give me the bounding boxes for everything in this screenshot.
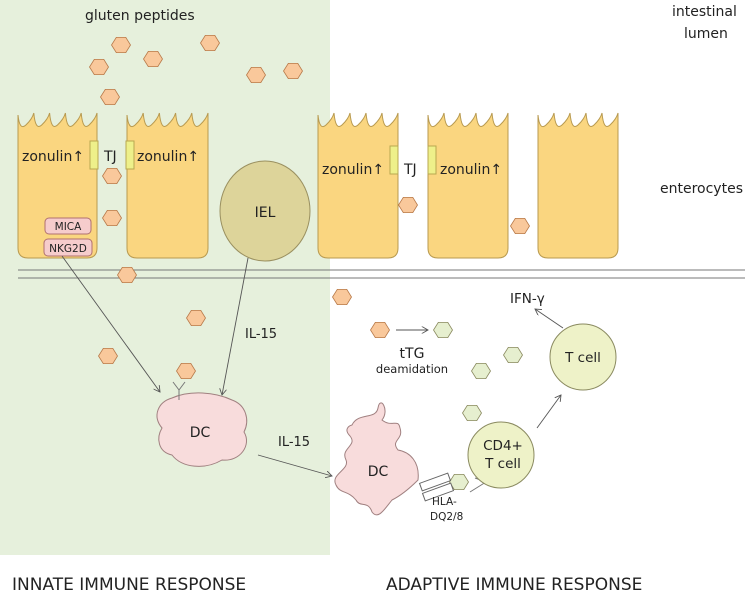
hla-molecule-2 xyxy=(421,482,455,502)
deamidated-peptide-icon xyxy=(503,346,523,364)
receptor-icon xyxy=(172,381,186,400)
enterocytes-label: enterocytes xyxy=(660,181,743,197)
gluten-peptide-icon xyxy=(332,288,352,306)
tight-junction xyxy=(427,145,437,175)
tight-junction xyxy=(389,145,399,175)
deamidated-peptide-icon xyxy=(462,404,482,422)
iel-cell xyxy=(219,160,311,262)
gluten-peptide-icon xyxy=(89,59,109,75)
gluten-peptide-icon xyxy=(143,51,163,67)
cd4-label-1: CD4+ xyxy=(483,438,523,454)
deamidated-peptide-icon xyxy=(433,321,453,339)
il15-label-2: IL-15 xyxy=(278,435,310,450)
dendritic-cell-adaptive xyxy=(334,402,419,516)
gluten-peptide-icon xyxy=(102,209,122,227)
ttg-label: tTG xyxy=(400,346,425,362)
arrow-cd4-tcell xyxy=(536,395,561,429)
tight-junction xyxy=(125,140,135,170)
arrow-nkg2d-dc xyxy=(61,255,160,392)
intestinal-lumen-label: intestinal xyxy=(672,4,737,20)
cd4-label-2: T cell xyxy=(484,456,521,472)
arrow-dc-adaptive xyxy=(257,454,332,476)
mica-tag xyxy=(44,217,92,235)
dc-adaptive-label: DC xyxy=(368,464,389,480)
enterocyte xyxy=(537,112,619,259)
ifn-label: IFN-γ xyxy=(510,291,545,307)
enterocyte xyxy=(126,112,209,259)
nkg2d-label: NKG2D xyxy=(49,243,87,255)
deamidated-peptide-icon xyxy=(471,362,491,380)
hla-molecule xyxy=(418,472,452,492)
t-cell-label: T cell xyxy=(564,350,601,366)
iel-label: IEL xyxy=(255,205,276,221)
enterocyte xyxy=(317,112,399,259)
gluten-peptide-icon xyxy=(117,266,137,284)
gluten-peptide-icon xyxy=(200,35,220,51)
dc-innate-label: DC xyxy=(190,425,211,441)
zonulin-label: zonulin↑ xyxy=(22,149,84,165)
deamidated-peptide-icon xyxy=(449,473,469,491)
gluten-peptide-icon xyxy=(283,63,303,79)
gluten-peptide-icon xyxy=(102,167,122,185)
t-cell xyxy=(549,323,617,391)
gluten-peptide-icon xyxy=(398,196,418,214)
gluten-peptide-icon xyxy=(176,362,196,380)
innate-response-label: INNATE IMMUNE RESPONSE xyxy=(12,575,246,595)
tight-junction xyxy=(89,140,99,170)
zonulin-label: zonulin↑ xyxy=(137,149,199,165)
enterocyte xyxy=(427,112,509,259)
gluten-peptide-icon xyxy=(98,347,118,365)
enterocyte xyxy=(17,112,98,259)
adaptive-response-label: ADAPTIVE IMMUNE RESPONSE xyxy=(386,575,642,595)
arrow-tcell-ifn xyxy=(535,309,564,329)
mica-label: MICA xyxy=(55,221,82,233)
gluten-peptide-icon xyxy=(100,89,120,105)
gluten-peptide-icon xyxy=(111,37,131,53)
arrow-iel-dc xyxy=(222,257,249,395)
zonulin-label: zonulin↑ xyxy=(322,162,384,178)
gluten-peptide-icon xyxy=(510,217,530,235)
hla-label-1: HLA- xyxy=(432,496,457,508)
gluten-peptides-label: gluten peptides xyxy=(85,8,195,24)
hla-label-2: DQ2/8 xyxy=(430,511,463,523)
nkg2d-tag xyxy=(43,238,93,257)
dendritic-cell-innate xyxy=(156,392,248,467)
zonulin-label: zonulin↑ xyxy=(440,162,502,178)
tj-label: TJ xyxy=(103,149,117,165)
gluten-peptide-icon xyxy=(370,321,390,339)
gluten-peptide-icon xyxy=(246,67,266,83)
deamidation-label: deamidation xyxy=(376,362,448,376)
cd4-t-cell xyxy=(467,421,535,489)
tj-label: TJ xyxy=(403,162,417,178)
gluten-peptide-icon xyxy=(186,309,206,327)
il15-label-1: IL-15 xyxy=(245,327,277,342)
intestinal-lumen-label-2: lumen xyxy=(684,26,728,42)
